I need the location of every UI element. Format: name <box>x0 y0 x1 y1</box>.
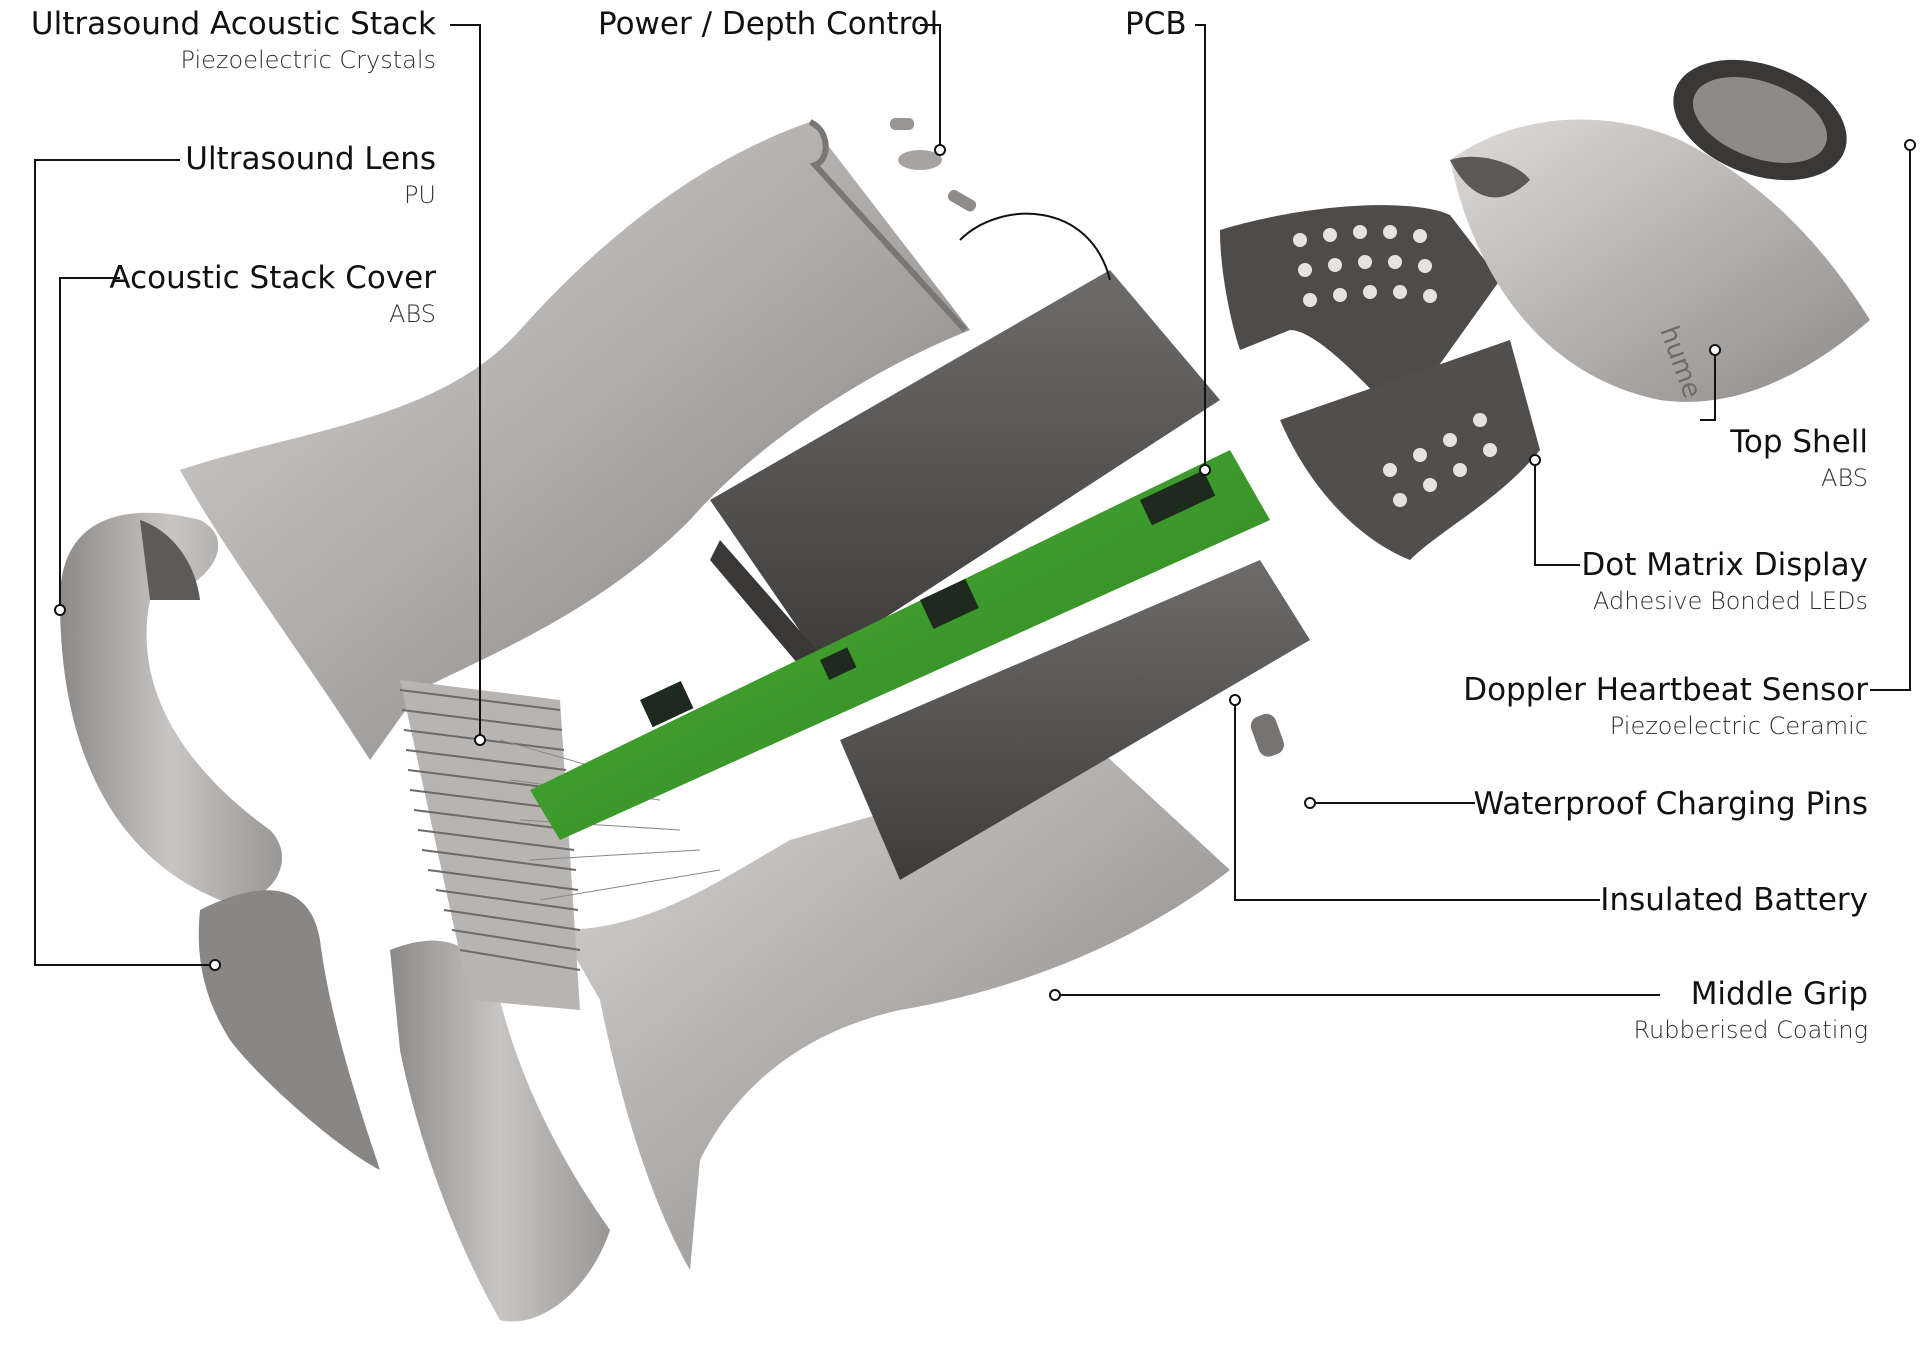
battery-bottom <box>840 560 1310 880</box>
label-title: Waterproof Charging Pins <box>1473 786 1868 822</box>
label-title: Power / Depth Control <box>598 6 939 42</box>
label-title: Ultrasound Lens <box>185 141 436 177</box>
label-sub: ABS <box>1821 464 1868 492</box>
label-doppler-heartbeat-sensor: Doppler Heartbeat Sensor Piezoelectric C… <box>1463 671 1868 743</box>
label-title: Top Shell <box>1730 424 1868 460</box>
label-dot-matrix-display: Dot Matrix Display Adhesive Bonded LEDs <box>1581 546 1868 618</box>
charging-pin-part <box>1250 713 1284 757</box>
label-sub: Adhesive Bonded LEDs <box>1593 587 1868 615</box>
label-power-depth-control: Power / Depth Control <box>598 5 938 43</box>
label-top-shell: Top Shell ABS <box>1730 423 1868 495</box>
power-button-part <box>898 150 942 170</box>
label-sub: ABS <box>389 300 436 328</box>
label-title: Doppler Heartbeat Sensor <box>1463 672 1868 708</box>
upper-grip-shell <box>180 122 970 760</box>
label-title: Insulated Battery <box>1600 882 1868 918</box>
label-title: Middle Grip <box>1690 976 1868 1012</box>
label-title: PCB <box>1125 6 1187 42</box>
label-insulated-battery: Insulated Battery <box>1600 881 1868 919</box>
pcb-board <box>530 450 1270 840</box>
label-title: Acoustic Stack Cover <box>109 260 436 296</box>
label-acoustic-stack-cover: Acoustic Stack Cover ABS <box>109 259 436 331</box>
label-sub: Piezoelectric Crystals <box>180 46 436 74</box>
ultrasound-lens-shape <box>198 890 380 1170</box>
label-sub: PU <box>403 181 436 209</box>
label-waterproof-charging-pins: Waterproof Charging Pins <box>1474 785 1868 823</box>
top-shell-shape <box>1450 119 1870 402</box>
battery-top <box>710 270 1220 660</box>
label-middle-grip: Middle Grip Rubberised Coating <box>1633 975 1868 1047</box>
label-sub: Piezoelectric Ceramic <box>1609 712 1868 740</box>
label-title: Ultrasound Acoustic Stack <box>30 6 436 42</box>
dot-matrix-display-shape <box>1220 205 1540 560</box>
label-title: Dot Matrix Display <box>1581 547 1868 583</box>
label-sub: Rubberised Coating <box>1633 1016 1868 1044</box>
acoustic-stack-cover-shape <box>60 512 282 902</box>
lower-grip-shell <box>560 750 1230 1270</box>
label-pcb: PCB <box>1125 5 1187 43</box>
label-ultrasound-acoustic-stack: Ultrasound Acoustic Stack Piezoelectric … <box>31 5 436 77</box>
label-ultrasound-lens: Ultrasound Lens PU <box>185 140 436 212</box>
